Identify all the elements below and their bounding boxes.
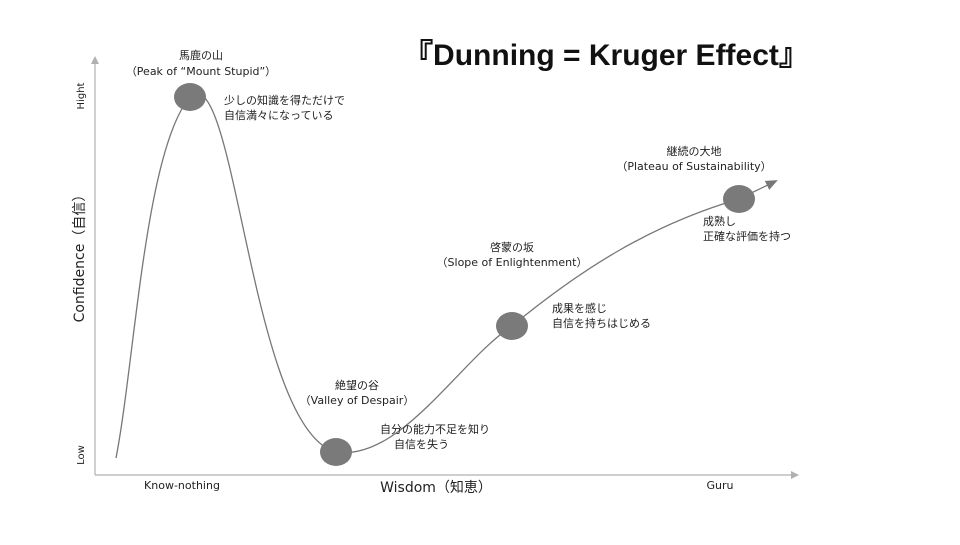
x-tick-start: Know-nothing: [144, 479, 220, 492]
peak-name-jp: 馬鹿の山: [179, 48, 223, 62]
peak-note-line2: 自信満々になっている: [224, 109, 333, 122]
confidence-curve: [115, 93, 778, 459]
slope-name-en: （Slope of Enlightenment）: [437, 256, 588, 269]
peak-name-en: （Peak of “Mount Stupid”）: [126, 65, 276, 78]
y-axis-title: Confidence（自信）: [72, 188, 88, 323]
valley-note-line2: 自信を失う: [394, 438, 449, 451]
plateau-note-line2: 正確な評価を持つ: [703, 229, 791, 243]
valley-note-line1: 自分の能力不足を知り: [380, 422, 490, 436]
slope-note-line1: 成果を感じ: [552, 302, 607, 315]
plateau-name-jp: 継続の大地: [667, 144, 722, 158]
valley-name-jp: 絶望の谷: [335, 378, 379, 392]
plateau-marker: [723, 185, 755, 213]
x-tick-end: Guru: [707, 479, 734, 492]
y-tick-high: Hight: [76, 82, 87, 109]
peak-marker: [174, 83, 206, 111]
valley-marker: [320, 438, 352, 466]
slope-name-jp: 啓蒙の坂: [490, 240, 534, 254]
valley-name-en: （Valley of Despair）: [300, 394, 415, 407]
x-axis-title: Wisdom（知恵）: [380, 479, 492, 496]
slope-marker: [496, 312, 528, 340]
slope-note-line2: 自信を持ちはじめる: [552, 316, 651, 330]
plateau-name-en: （Plateau of Sustainability）: [616, 160, 771, 173]
y-tick-low: Low: [76, 445, 87, 465]
diagram-title: 『Dunning = Kruger Effect』: [403, 39, 809, 72]
plateau-note-line1: 成熟し: [703, 214, 736, 228]
peak-note-line1: 少しの知識を得ただけで: [224, 93, 345, 107]
